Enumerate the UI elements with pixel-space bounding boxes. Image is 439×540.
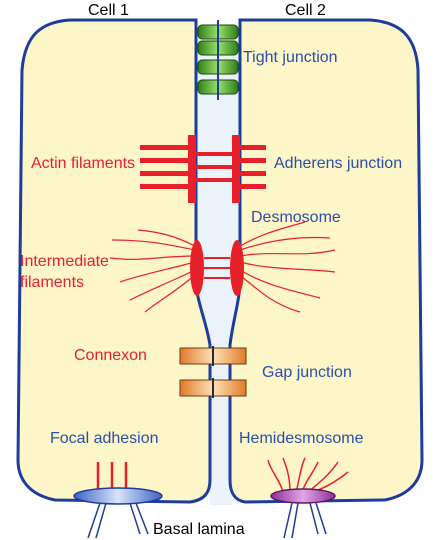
cell-2-label: Cell 2: [285, 2, 326, 19]
hemidesmosome-label: Hemidesmosome: [239, 430, 364, 447]
gap-junction-label: Gap junction: [262, 364, 352, 381]
desmosome-plaques: [190, 240, 244, 296]
focal-adhesion: [73, 462, 163, 539]
tight-junction-label: Tight junction: [243, 49, 338, 66]
desmosome-label: Desmosome: [251, 209, 341, 226]
focal-adhesion-label: Focal adhesion: [50, 430, 159, 447]
basal-lamina-label: Basal lamina: [153, 521, 245, 538]
intermediate-filaments-label-line2: filaments: [20, 274, 84, 291]
intermediate-filaments-label-line1: Intermediate: [20, 253, 109, 270]
tight-junction-proteins: [197, 20, 239, 100]
connexon-label: Connexon: [74, 347, 147, 364]
cell-1-body: [16, 18, 212, 504]
hemidesmosome: [267, 457, 349, 539]
intermediate-filaments: [109, 221, 336, 313]
adherens-junction-label: Adherens junction: [274, 155, 402, 172]
cell-1-label: Cell 1: [88, 2, 129, 19]
actin-filaments-label: Actin filaments: [31, 155, 135, 172]
adherens-junction: [140, 135, 266, 203]
gap-junction-connexons: [179, 346, 247, 398]
cell-2-body: [228, 18, 424, 504]
